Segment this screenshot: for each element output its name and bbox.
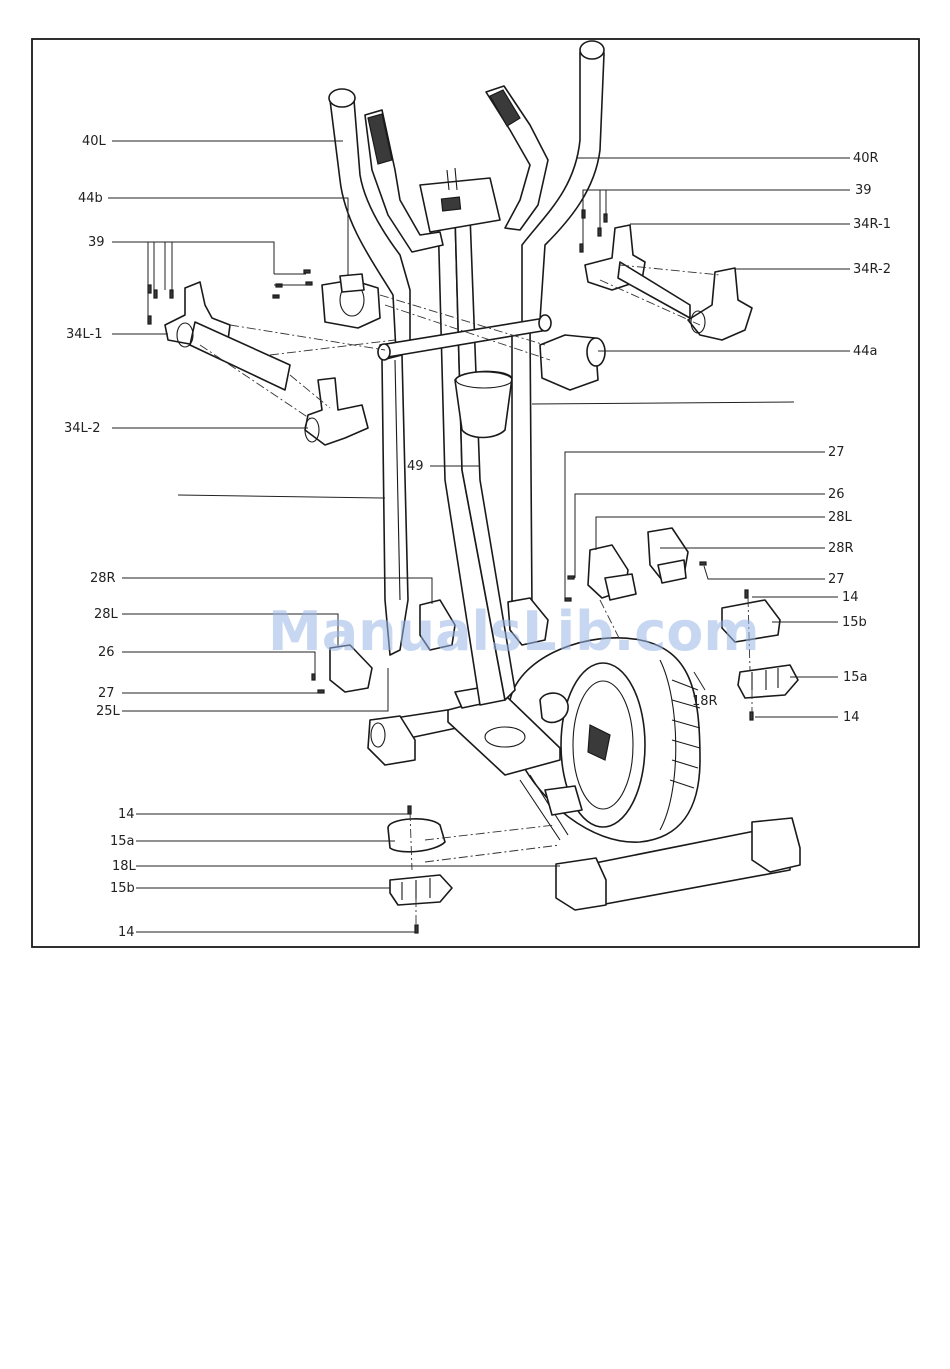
cover-34R-1 [585,225,690,318]
label-26-left: 26 [98,645,115,660]
label-39-right: 39 [855,183,872,198]
label-34R-2: 34R-2 [853,262,891,277]
bottle-holder [455,371,512,437]
label-18L: 18L [112,859,137,874]
label-15b-bottom-left: 15b [110,881,135,896]
label-27-left: 27 [98,686,115,701]
label-39-left: 39 [88,235,105,250]
label-14-right-top: 14 [842,590,859,605]
label-34L-1: 34L-1 [66,327,103,342]
watermark: ManualsLib.com [268,600,760,663]
label-40R: 40R [853,151,879,166]
covers-28-right [588,528,688,600]
label-27-right: 27 [828,572,845,587]
label-49: 49 [407,459,424,474]
cover-34L-1 [165,282,290,390]
label-18R: 18R [692,694,718,709]
bushing-44b [322,274,380,328]
label-34R-1: 34R-1 [853,217,891,232]
label-28R-right: 28R [828,541,854,556]
label-44b: 44b [78,191,103,206]
label-28R-left: 28R [90,571,116,586]
label-26-right: 26 [828,487,845,502]
label-14-bottom-left-bottom: 14 [118,925,135,940]
end-caps-left [388,819,452,905]
label-15b-right: 15b [842,615,867,630]
label-14-right-bottom: 14 [843,710,860,725]
label-15a-bottom-left: 15a [110,834,135,849]
label-44a: 44a [853,344,878,359]
label-34L-2: 34L-2 [64,421,101,436]
elliptical-trainer-illustration [148,41,800,933]
label-27-upper-right: 27 [828,445,845,460]
cover-34L-2 [305,378,368,445]
label-14-bottom-left-top: 14 [118,807,135,822]
label-40L: 40L [82,134,107,149]
label-28L-left: 28L [94,607,119,622]
label-28L-right: 28L [828,510,853,525]
right-lower-arm [512,326,532,620]
label-15a-right: 15a [843,670,868,685]
bushing-44a [540,335,605,390]
label-25L: 25L [96,704,121,719]
cover-34R-2 [688,268,752,340]
